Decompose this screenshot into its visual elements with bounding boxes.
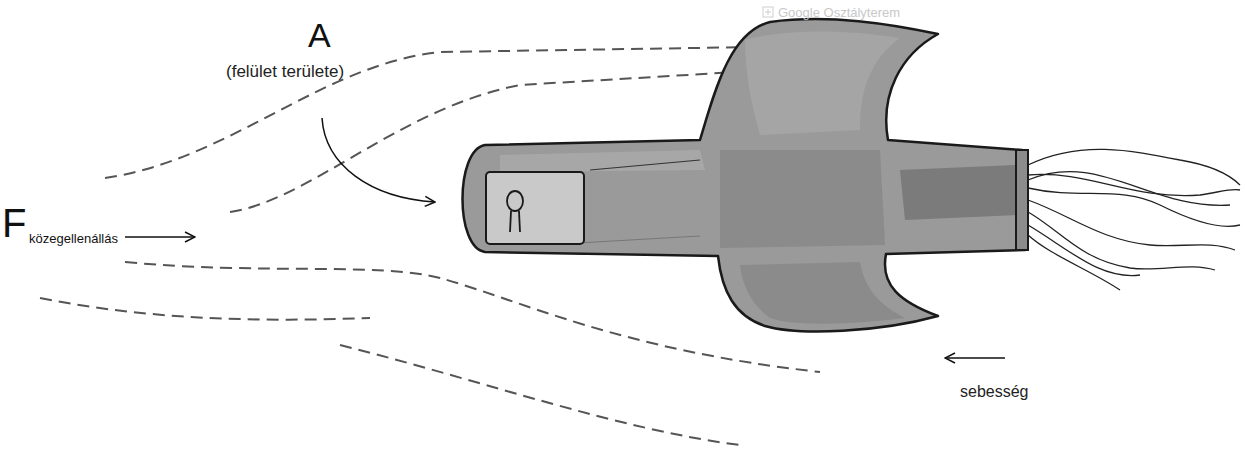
streamline <box>125 262 820 372</box>
streamline <box>340 345 740 445</box>
pointer-arrow <box>322 118 435 202</box>
area-caption: (felület területe) <box>226 63 344 80</box>
rocket-body <box>463 19 1026 331</box>
watermark-icon <box>763 7 773 17</box>
velocity-arrow <box>945 357 1005 359</box>
force-symbol: F <box>2 203 26 243</box>
exhaust-flames <box>1028 149 1240 290</box>
watermark: Google Osztályterem <box>778 6 900 19</box>
pilot-figure <box>507 191 523 232</box>
cockpit-window <box>486 172 584 244</box>
force-arrow <box>125 236 195 238</box>
velocity-label: sebesség <box>960 384 1029 400</box>
rocket-nozzle <box>1016 150 1028 250</box>
area-symbol: A <box>308 18 331 52</box>
force-subscript: közegellenállás <box>29 232 118 245</box>
streamline <box>40 298 370 320</box>
